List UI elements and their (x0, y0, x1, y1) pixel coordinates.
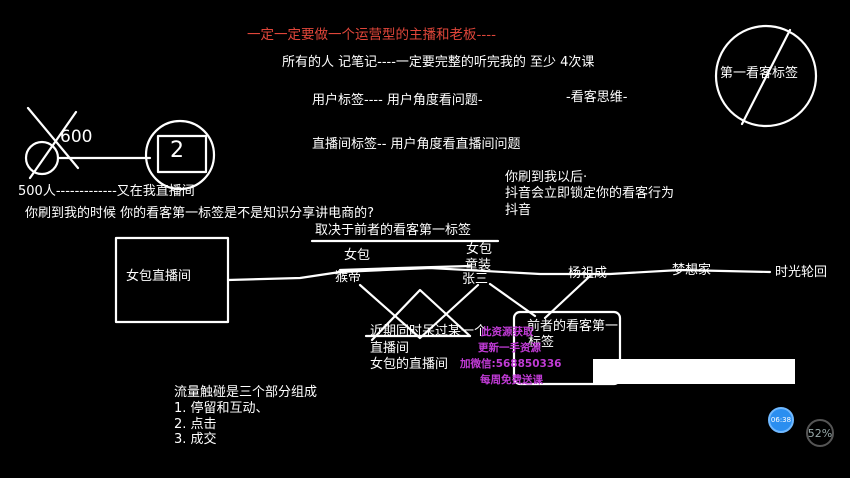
traffic-item-1: 1. 停留和互动、 (174, 402, 269, 417)
front-viewer-line-1: 前者的看客第一 (527, 320, 618, 335)
sketch-number: 600 (60, 128, 92, 148)
user-tag-note: 用户标签---- 用户角度看问题- (312, 94, 483, 109)
node-a-bottom: 猴帝 (335, 271, 361, 286)
question-note: 你刷到我的时候 你的看客第一标签是不是知识分享讲电商的? (25, 207, 374, 222)
sketch-box-number: 2 (170, 138, 184, 163)
traffic-item-2: 2. 点击 (174, 418, 217, 433)
after-swipe-line-2: 抖音会立即锁定你的看客行为 (505, 187, 674, 202)
watermark-line-2: 更新一手资源 (478, 342, 541, 354)
traffic-heading: 流量触碰是三个部分组成 (174, 386, 317, 401)
recent-line-1: 近期同时呆过某一个 (370, 325, 487, 340)
recent-line-2: 直播间 (370, 342, 409, 357)
node-yang: 杨祖成 (568, 267, 607, 282)
after-swipe-line-3: 抖音 (505, 204, 531, 219)
node-time-wheel: 时光轮回 (775, 266, 827, 281)
after-swipe-line-1: 你刷到我以后· (505, 171, 587, 186)
five-hundred-note: 500人-------------又在我直播间 (18, 185, 195, 200)
timer-badge[interactable]: 06:38 (768, 407, 794, 433)
watermark-line-1: 此资源获取 (481, 326, 534, 338)
page-title: 一定一定要做一个运营型的主播和老板---- (247, 28, 496, 44)
viewer-thinking-note: -看客思维- (566, 91, 627, 106)
watermark-line-3: 加微信:568850336 (460, 358, 561, 370)
node-b-bottom: 张三 (462, 273, 488, 288)
traffic-item-3: 3. 成交 (174, 433, 217, 448)
node-b-top: 女包 (466, 243, 492, 258)
node-dreamer: 梦想家 (672, 264, 711, 279)
progress-percent: 52% (806, 419, 834, 447)
depends-note: 取决于前者的看客第一标签 (315, 224, 471, 239)
redaction-bar (593, 359, 795, 384)
sketch-small-circle (26, 142, 58, 174)
live-tag-note: 直播间标签-- 用户角度看直播间问题 (312, 138, 521, 153)
first-viewer-tag-label: 第一看客标签 (720, 67, 798, 82)
recent-line-3: 女包的直播间 (370, 358, 448, 373)
node-a-top: 女包 (344, 249, 370, 264)
women-bag-live-label: 女包直播间 (126, 270, 191, 285)
everyone-note: 所有的人 记笔记----一定要完整的听完我的 至少 4次课 (282, 56, 594, 71)
watermark-line-4: 每周免费送课 (480, 374, 543, 386)
